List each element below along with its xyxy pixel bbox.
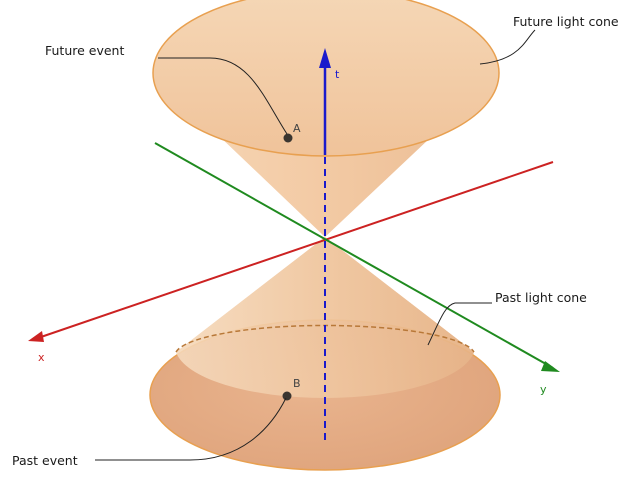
future-cone-body: [153, 73, 499, 237]
y-axis-line: [154, 142, 554, 369]
past-event-label: Past event: [12, 453, 78, 468]
x-axis-line: [37, 161, 554, 339]
event-a-label: A: [293, 122, 301, 135]
past-cone-leader: [427, 302, 492, 346]
future-cone-leader: [479, 29, 536, 65]
axes: [28, 48, 560, 440]
y-axis-arrow: [541, 361, 560, 372]
leader-lines: [95, 29, 536, 461]
t-axis-arrow: [319, 48, 331, 68]
future-light-cone-label: Future light cone: [513, 14, 619, 29]
event-a-dot: [283, 133, 293, 143]
t-axis-label: t: [335, 68, 340, 81]
event-b-label: B: [293, 377, 301, 390]
event-b: B: [282, 377, 301, 401]
y-axis-label: y: [540, 383, 547, 396]
future-event-leader: [158, 57, 288, 135]
x-axis-label: x: [38, 351, 45, 364]
event-b-dot: [282, 391, 292, 401]
x-axis-arrow: [28, 331, 44, 342]
event-a: A: [283, 122, 301, 143]
past-light-cone-label: Past light cone: [495, 290, 587, 305]
past-event-leader: [95, 397, 287, 461]
future-event-label: Future event: [45, 43, 124, 58]
